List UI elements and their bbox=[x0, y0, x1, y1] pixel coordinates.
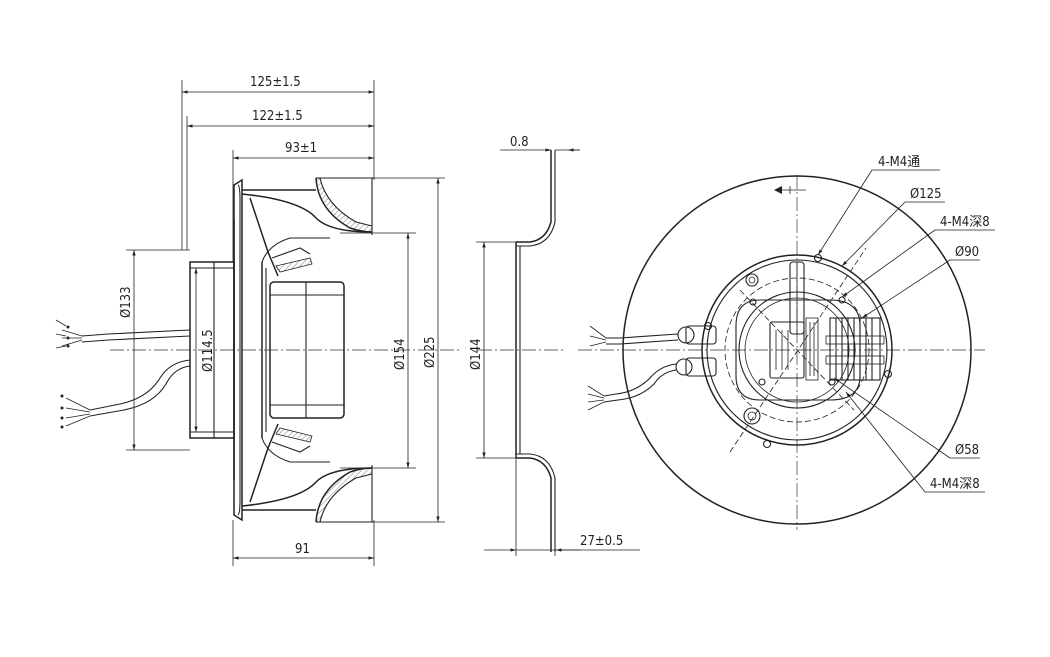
callout-d125: Ø125 bbox=[910, 187, 942, 202]
section-view: 0.8 Ø144 27±0.5 bbox=[469, 135, 640, 556]
power-cables bbox=[55, 319, 191, 429]
callout-d90: Ø90 bbox=[955, 245, 979, 260]
rotor-hub bbox=[269, 281, 345, 419]
dim-d154: Ø154 bbox=[393, 338, 408, 370]
dim-motor-depth: 91 bbox=[295, 542, 310, 557]
dim-d144: Ø144 bbox=[469, 338, 484, 370]
dim-rotor-width: 122±1.5 bbox=[252, 109, 303, 124]
dim-height: 27±0.5 bbox=[580, 534, 623, 549]
outer-shroud bbox=[622, 175, 972, 525]
dim-d114: Ø114.5 bbox=[201, 329, 216, 372]
dim-d225: Ø225 bbox=[423, 336, 438, 368]
callout-m4-deep-top: 4-M4深8 bbox=[940, 215, 990, 230]
side-view: 125±1.5 122±1.5 93±1 91 Ø133 Ø114.5 Ø154… bbox=[55, 75, 460, 566]
cable-glands bbox=[675, 325, 717, 377]
callout-m4-through: 4-M4通 bbox=[878, 155, 920, 170]
dim-thickness: 0.8 bbox=[510, 135, 529, 150]
dim-inlet-depth: 93±1 bbox=[285, 141, 317, 156]
heatsink bbox=[825, 317, 885, 381]
dim-d133: Ø133 bbox=[119, 286, 134, 318]
front-view: 4-M4通 Ø125 4-M4深8 Ø90 Ø58 4-M4深8 bbox=[578, 155, 995, 530]
callout-m4-deep-bottom: 4-M4深8 bbox=[930, 477, 980, 492]
dim-overall-width: 125±1.5 bbox=[250, 75, 301, 90]
callout-d58: Ø58 bbox=[955, 443, 979, 458]
